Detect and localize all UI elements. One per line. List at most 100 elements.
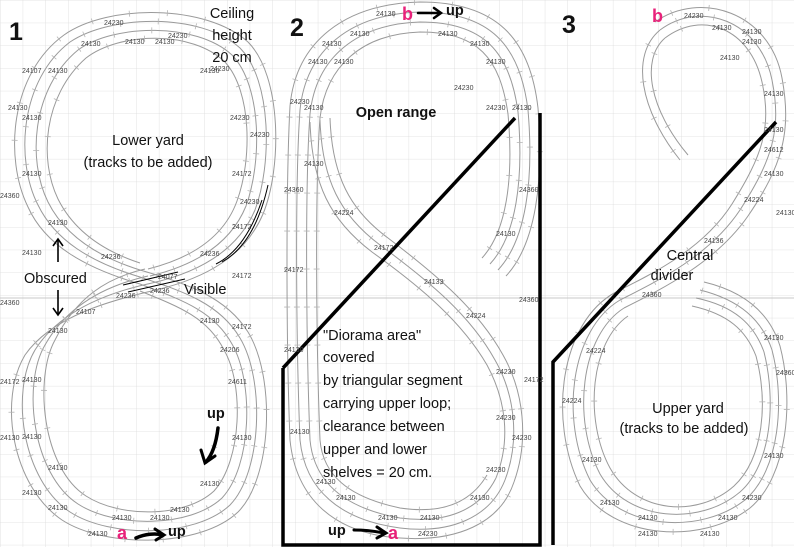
ceiling-height-label-line-1: Ceiling xyxy=(210,6,254,22)
svg-text:24130: 24130 xyxy=(600,500,620,507)
svg-text:24130: 24130 xyxy=(742,29,762,36)
svg-text:24230: 24230 xyxy=(230,115,250,122)
svg-text:24224: 24224 xyxy=(744,197,764,204)
track-tie xyxy=(20,418,26,419)
svg-text:24130: 24130 xyxy=(155,39,175,46)
upper-yard-label-line-1: Upper yard xyxy=(652,401,724,417)
svg-text:24230: 24230 xyxy=(104,20,124,27)
svg-text:24360: 24360 xyxy=(0,300,20,307)
up-label-panel-2-marker-b: up xyxy=(446,3,464,19)
svg-text:24130: 24130 xyxy=(764,127,784,134)
svg-text:24130: 24130 xyxy=(22,250,42,257)
up-label-panel-1-loop: up xyxy=(207,406,225,422)
svg-text:24130: 24130 xyxy=(764,335,784,342)
open-range-label: Open range xyxy=(356,105,437,121)
panel-2-number: 2 xyxy=(290,14,304,42)
svg-text:24224: 24224 xyxy=(562,398,582,405)
diorama-label-line-7: shelves = 20 cm. xyxy=(323,465,432,481)
svg-text:24130: 24130 xyxy=(638,531,658,538)
central-divider-label-line-2: divider xyxy=(651,268,694,284)
ceiling-height-label-line-2: height xyxy=(212,28,252,44)
svg-text:24130: 24130 xyxy=(112,515,132,522)
lower-yard-label-line-1: Lower yard xyxy=(112,133,184,149)
svg-text:24130: 24130 xyxy=(200,481,220,488)
svg-text:24611: 24611 xyxy=(228,379,247,386)
up-label-panel-2-marker-a: up xyxy=(328,523,346,539)
svg-text:24172: 24172 xyxy=(374,245,394,252)
marker-b-panel-3: b xyxy=(652,6,663,26)
svg-text:24130: 24130 xyxy=(322,41,342,48)
svg-text:24360: 24360 xyxy=(519,187,539,194)
svg-text:24130: 24130 xyxy=(48,220,68,227)
svg-text:24130: 24130 xyxy=(764,453,784,460)
up-label-panel-1-marker: up xyxy=(168,524,186,540)
svg-text:24130: 24130 xyxy=(350,31,370,38)
svg-text:24130: 24130 xyxy=(764,91,784,98)
svg-text:24230: 24230 xyxy=(486,467,506,474)
svg-text:24130: 24130 xyxy=(764,171,784,178)
svg-text:24130: 24130 xyxy=(22,490,42,497)
diorama-label-line-6: upper and lower xyxy=(323,442,427,458)
svg-text:24107: 24107 xyxy=(22,68,42,75)
svg-text:24133: 24133 xyxy=(424,279,444,286)
svg-text:24130: 24130 xyxy=(22,115,42,122)
svg-text:24130: 24130 xyxy=(334,59,354,66)
svg-text:24360: 24360 xyxy=(776,370,794,377)
svg-text:24360: 24360 xyxy=(284,187,304,194)
upper-yard-label-line-2: (tracks to be added) xyxy=(620,421,749,437)
svg-text:24230: 24230 xyxy=(454,85,474,92)
svg-text:24236: 24236 xyxy=(150,288,170,295)
marker-a-panel-2: a xyxy=(388,523,399,543)
svg-text:24130: 24130 xyxy=(420,515,440,522)
svg-text:24172: 24172 xyxy=(0,379,20,386)
svg-text:24130: 24130 xyxy=(22,377,42,384)
svg-text:24130: 24130 xyxy=(496,231,516,238)
svg-text:24130: 24130 xyxy=(512,105,532,112)
svg-text:24130: 24130 xyxy=(718,515,738,522)
obscured-label: Obscured xyxy=(24,271,87,287)
svg-text:24130: 24130 xyxy=(638,515,658,522)
svg-text:24130: 24130 xyxy=(48,465,68,472)
svg-text:24130: 24130 xyxy=(81,41,101,48)
svg-text:24230: 24230 xyxy=(684,13,704,20)
svg-text:24130: 24130 xyxy=(470,495,490,502)
svg-text:24130: 24130 xyxy=(304,161,324,168)
svg-text:24360: 24360 xyxy=(0,193,20,200)
svg-text:24224: 24224 xyxy=(586,348,606,355)
svg-text:24130: 24130 xyxy=(700,531,720,538)
svg-text:24130: 24130 xyxy=(304,105,324,112)
ceiling-height-label-line-3: 20 cm xyxy=(212,50,252,66)
svg-text:24230: 24230 xyxy=(496,369,516,376)
svg-text:24130: 24130 xyxy=(22,434,42,441)
svg-text:24130: 24130 xyxy=(88,531,108,538)
svg-text:24360: 24360 xyxy=(642,292,662,299)
svg-text:24224: 24224 xyxy=(466,313,486,320)
svg-text:24130: 24130 xyxy=(48,505,68,512)
svg-text:24172: 24172 xyxy=(232,224,252,231)
svg-text:24236: 24236 xyxy=(116,293,136,300)
svg-text:24224: 24224 xyxy=(334,210,354,217)
svg-text:24172: 24172 xyxy=(524,377,544,384)
panel-3-number: 3 xyxy=(562,11,576,39)
svg-text:24172: 24172 xyxy=(232,171,252,178)
svg-text:24130: 24130 xyxy=(336,495,356,502)
svg-text:24230: 24230 xyxy=(512,435,532,442)
svg-text:24136: 24136 xyxy=(704,238,724,245)
visible-label: Visible xyxy=(184,282,226,298)
svg-text:24230: 24230 xyxy=(240,199,260,206)
svg-text:24130: 24130 xyxy=(232,435,252,442)
track-tie xyxy=(45,136,51,137)
svg-text:24230: 24230 xyxy=(496,415,516,422)
diorama-label-line-2: covered xyxy=(323,350,375,366)
svg-text:24130: 24130 xyxy=(22,171,42,178)
svg-text:24130: 24130 xyxy=(742,39,762,46)
svg-text:24612: 24612 xyxy=(764,147,784,154)
svg-text:24130: 24130 xyxy=(284,347,304,354)
svg-text:24130: 24130 xyxy=(290,429,310,436)
svg-text:24230: 24230 xyxy=(742,495,762,502)
svg-text:24130: 24130 xyxy=(200,318,220,325)
svg-text:24130: 24130 xyxy=(486,59,506,66)
svg-text:24130: 24130 xyxy=(470,41,490,48)
svg-text:24130: 24130 xyxy=(125,39,145,46)
